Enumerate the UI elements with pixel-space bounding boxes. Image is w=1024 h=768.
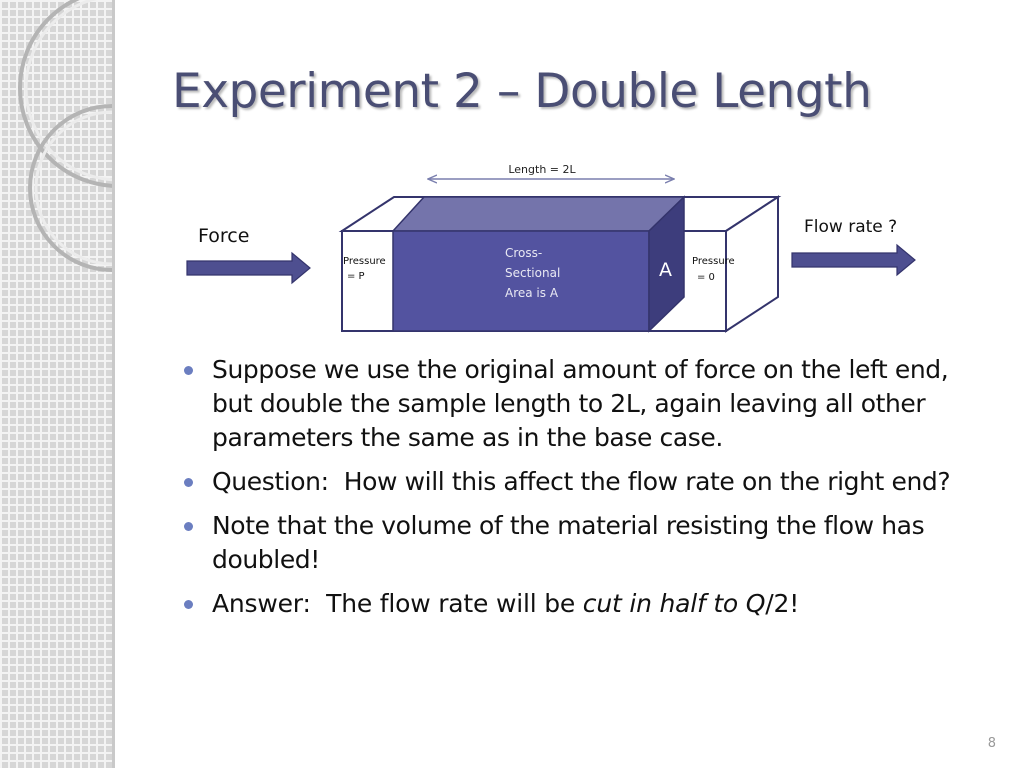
cross-section-line2: Sectional — [505, 266, 560, 280]
sample-front-face — [392, 230, 650, 332]
bullet-dot-icon — [184, 366, 193, 375]
bullet-text: Suppose we use the original amount of fo… — [212, 355, 949, 452]
bullet-dot-icon — [184, 522, 193, 531]
bullet-list: Suppose we use the original amount of fo… — [182, 353, 982, 631]
length-label: Length = 2L — [508, 163, 576, 176]
bullet-dot-icon — [184, 600, 193, 609]
cross-section-line1: Cross- — [505, 246, 542, 260]
face-area-label: A — [659, 259, 672, 281]
answer-emphasis: cut in half to Q — [582, 589, 766, 618]
answer-suffix: /2! — [765, 589, 800, 618]
sample-side-face — [648, 195, 685, 333]
bullet-text: Note that the volume of the material res… — [212, 511, 925, 574]
cross-section-line3: Area is A — [505, 286, 559, 300]
right-pressure-value: = 0 — [697, 272, 715, 283]
flow-rate-label: Flow rate ? — [804, 217, 897, 237]
flow-arrow — [791, 243, 916, 277]
bullet-item: Note that the volume of the material res… — [182, 509, 982, 577]
page-number: 8 — [987, 736, 996, 751]
force-label: Force — [198, 225, 249, 247]
answer-prefix: Answer: The flow rate will be — [212, 589, 583, 618]
bullet-item: Question: How will this affect the flow … — [182, 465, 982, 499]
sample-top-face — [391, 196, 686, 232]
right-pressure-label: Pressure — [692, 256, 735, 267]
sidebar-edge — [112, 0, 115, 768]
decorative-circles — [18, 0, 112, 272]
left-pressure-value: = P — [347, 271, 365, 282]
left-pressure-label: Pressure — [343, 256, 386, 267]
bullet-item: Answer: The flow rate will be cut in hal… — [182, 587, 982, 621]
slide-title: Experiment 2 – Double Length — [172, 64, 872, 119]
decorative-sidebar — [0, 0, 112, 768]
force-arrow — [186, 251, 311, 285]
bullet-text: Question: How will this affect the flow … — [212, 467, 951, 496]
bullet-item: Suppose we use the original amount of fo… — [182, 353, 982, 455]
flow-diagram: Length = 2L Force Flow rate ? Pressure =… — [186, 163, 916, 333]
bullet-dot-icon — [184, 478, 193, 487]
